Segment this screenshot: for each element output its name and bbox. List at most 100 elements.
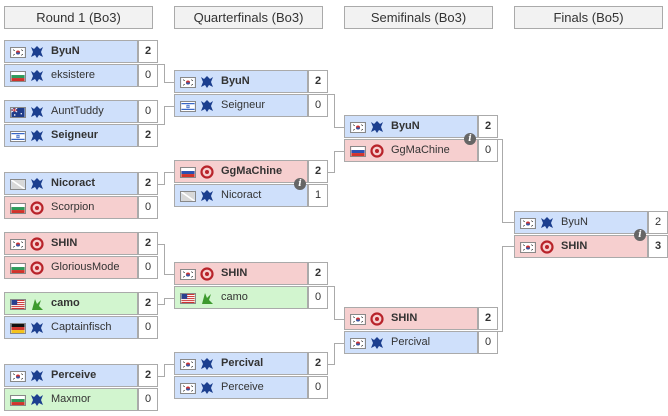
player-slot[interactable]: Percival 0 [344, 331, 498, 354]
player-slot[interactable]: Seigneur 0 [174, 94, 328, 117]
match-info-icon[interactable]: i [634, 229, 646, 241]
player-slot[interactable]: Maxmor 0 [4, 388, 158, 411]
flag-kr-icon [350, 122, 366, 133]
player-slot[interactable]: ByuN 2 [344, 115, 498, 138]
player-slot[interactable]: ByuN 2 [514, 211, 668, 234]
player-name: SHIN [391, 312, 418, 324]
player-slot[interactable]: Nicoract 2 [4, 172, 158, 195]
round-header-semifinals: Semifinals (Bo3) [344, 6, 493, 29]
player-name: Nicoract [51, 177, 96, 189]
player-score: 0 [138, 388, 158, 411]
match-qf1[interactable]: ByuN 2 Seigneur 0 [174, 70, 328, 117]
terran-race-icon [31, 106, 43, 118]
flag-bg-icon [10, 71, 26, 82]
flag-il-icon [10, 131, 26, 142]
player-name: SHIN [51, 237, 78, 249]
match-final[interactable]: ByuN 2 SHIN 3 i [514, 211, 668, 258]
player-name: ByuN [221, 75, 250, 87]
player-slot[interactable]: SHIN 2 [344, 307, 498, 330]
player-name: Percival [221, 357, 264, 369]
zerg-race-icon [370, 144, 384, 158]
terran-race-icon [541, 217, 553, 229]
player-name: ByuN [561, 216, 588, 228]
player-slot[interactable]: Nicoract 1 [174, 184, 328, 207]
zerg-race-icon [370, 312, 384, 326]
player-score: 0 [308, 94, 328, 117]
match-qf2[interactable]: GgMaChine 2 Nicoract 1 i [174, 160, 328, 207]
green-race-icon [32, 299, 43, 310]
player-score: 3 [648, 235, 668, 258]
player-slot[interactable]: GloriousMode 0 [4, 256, 158, 279]
player-name: camo [51, 297, 80, 309]
match-sf2[interactable]: SHIN 2 Percival 0 [344, 307, 498, 354]
player-slot[interactable]: Percival 2 [174, 352, 328, 375]
player-slot[interactable]: SHIN 2 [4, 232, 158, 255]
match-r1m2[interactable]: AuntTuddy 0 Seigneur 2 [4, 100, 158, 147]
player-slot[interactable]: Seigneur 2 [4, 124, 158, 147]
round-header-quarterfinals: Quarterfinals (Bo3) [174, 6, 323, 29]
match-sf1[interactable]: ByuN 2 GgMaChine 0 i [344, 115, 498, 162]
player-name: GgMaChine [221, 165, 283, 177]
player-slot[interactable]: Scorpion 0 [4, 196, 158, 219]
terran-race-icon [31, 70, 43, 82]
match-r1m6[interactable]: Perceive 2 Maxmor 0 [4, 364, 158, 411]
terran-race-icon [31, 46, 43, 58]
terran-race-icon [201, 382, 213, 394]
player-name: Percival [391, 336, 431, 348]
player-slot[interactable]: Perceive 2 [4, 364, 158, 387]
player-name: SHIN [561, 240, 588, 252]
flag-kr-icon [180, 359, 196, 370]
player-slot[interactable]: ByuN 2 [4, 40, 158, 63]
flag-bg-icon [10, 263, 26, 274]
player-slot[interactable]: SHIN 3 [514, 235, 668, 258]
player-score: 2 [308, 352, 328, 375]
player-slot[interactable]: Perceive 0 [174, 376, 328, 399]
player-slot[interactable]: GgMaChine 0 [344, 139, 498, 162]
match-info-icon[interactable]: i [464, 133, 476, 145]
player-slot[interactable]: camo 0 [174, 286, 328, 309]
player-score: 1 [308, 184, 328, 207]
flag-ru-icon [180, 167, 196, 178]
player-slot[interactable]: camo 2 [4, 292, 158, 315]
player-score: 2 [308, 70, 328, 93]
flag-kr-icon [180, 383, 196, 394]
terran-race-icon [371, 121, 383, 133]
match-qf4[interactable]: Percival 2 Perceive 0 [174, 352, 328, 399]
player-slot[interactable]: eksistere 0 [4, 64, 158, 87]
player-name: camo [221, 291, 248, 303]
zerg-race-icon [30, 201, 44, 215]
flag-generic-icon [10, 179, 26, 190]
flag-kr-icon [520, 242, 536, 253]
round-header-finals: Finals (Bo5) [514, 6, 663, 29]
terran-race-icon [31, 370, 43, 382]
flag-au-icon [10, 107, 26, 118]
match-qf3[interactable]: SHIN 2 camo 0 [174, 262, 328, 309]
player-slot[interactable]: SHIN 2 [174, 262, 328, 285]
match-r1m3[interactable]: Nicoract 2 Scorpion 0 [4, 172, 158, 219]
player-name: SHIN [221, 267, 248, 279]
match-r1m1[interactable]: ByuN 2 eksistere 0 [4, 40, 158, 87]
player-slot[interactable]: AuntTuddy 0 [4, 100, 158, 123]
player-score: 2 [138, 172, 158, 195]
match-r1m5[interactable]: camo 2 Captainfisch 0 [4, 292, 158, 339]
player-slot[interactable]: ByuN 2 [174, 70, 328, 93]
player-name: Nicoract [221, 189, 262, 201]
player-score: 0 [138, 256, 158, 279]
player-score: 2 [138, 124, 158, 147]
player-name: Scorpion [51, 201, 95, 213]
zerg-race-icon [200, 165, 214, 179]
flag-us-icon [10, 299, 26, 310]
player-score: 2 [308, 160, 328, 183]
player-slot[interactable]: GgMaChine 2 [174, 160, 328, 183]
player-name: GloriousMode [51, 261, 120, 273]
match-r1m4[interactable]: SHIN 2 GloriousMode 0 [4, 232, 158, 279]
player-name: ByuN [391, 120, 420, 132]
player-score: 2 [478, 115, 498, 138]
flag-us-icon [180, 293, 196, 304]
round-header-round1: Round 1 (Bo3) [4, 6, 153, 29]
player-name: ByuN [51, 45, 80, 57]
player-slot[interactable]: Captainfisch 0 [4, 316, 158, 339]
zerg-race-icon [200, 267, 214, 281]
match-info-icon[interactable]: i [294, 178, 306, 190]
